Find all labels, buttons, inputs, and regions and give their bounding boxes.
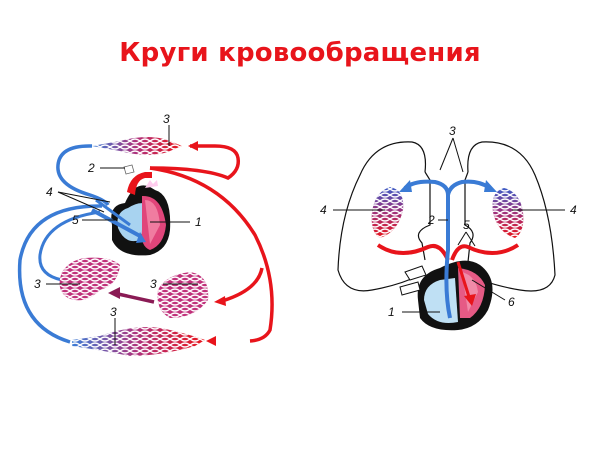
label-left-3-bottom: 3	[110, 305, 117, 319]
label-left-3-mid: 3	[150, 277, 157, 291]
capillary-bed-left	[59, 257, 120, 301]
label-left-5: 5	[72, 213, 79, 227]
label-right-4-left: 4	[320, 203, 327, 217]
label-left-2: 2	[87, 161, 95, 175]
label-right-4-right: 4	[570, 203, 577, 217]
lung-capillaries-left	[371, 187, 404, 238]
label-left-1: 1	[195, 215, 202, 229]
label-left-3-top: 3	[163, 112, 170, 126]
label-left-3-left: 3	[34, 277, 41, 291]
capillary-bed-top	[92, 137, 182, 155]
left-diagram: 3 2 4 5 1 3 3 3	[17, 112, 274, 356]
label-right-3: 3	[449, 124, 456, 138]
capillary-bed-mid	[157, 272, 209, 318]
label-left-4: 4	[46, 185, 53, 199]
label-right-2: 2	[427, 213, 435, 227]
capillary-bed-bottom	[72, 327, 205, 356]
label-right-1: 1	[388, 305, 395, 319]
right-lung-outline	[467, 141, 556, 292]
lung-capillaries-right	[492, 188, 524, 238]
slide-title: Круги кровообращения	[119, 38, 481, 68]
right-diagram: 3 4 4 2 5 6 1	[320, 124, 577, 331]
left-lung-outline	[337, 141, 427, 292]
label-right-5: 5	[463, 218, 470, 232]
label-right-6: 6	[508, 295, 515, 309]
